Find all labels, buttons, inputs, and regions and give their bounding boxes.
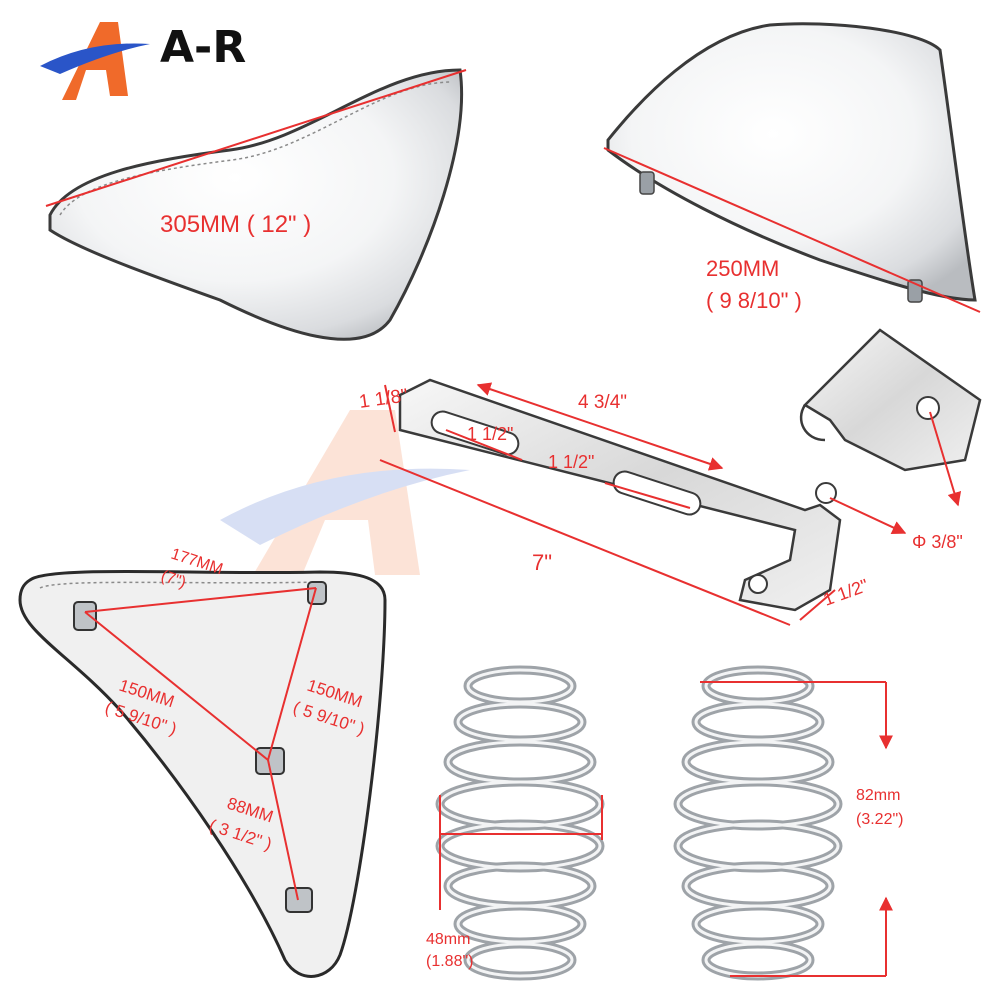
bracket-slot1-label: 1 1/2" [467, 424, 513, 444]
bracket-slot-span-label: 4 3/4" [578, 392, 627, 413]
seat-pan-width-inch-label: ( 9 8/10" ) [706, 288, 802, 313]
bracket-length-dim [379, 459, 791, 626]
seat-pan-width-dimension [603, 147, 981, 313]
hole-diameter-dim [829, 497, 907, 535]
spring-height-inch-label: (3.22") [856, 811, 903, 828]
stud-top-right [307, 581, 327, 605]
logo-swoosh [40, 43, 150, 74]
bracket-length-label: 7" [532, 550, 552, 575]
hole-diameter-label: Φ 3/8" [912, 532, 963, 552]
hole-diameter-arrow [929, 411, 962, 507]
base-top-inch-label: (7") [159, 568, 188, 592]
base-plate-dimensions [84, 587, 317, 901]
base-plate [18, 569, 387, 978]
base-plate-studs [73, 581, 327, 913]
brand-logo: A-R [40, 22, 246, 100]
watermark-logo [220, 410, 470, 580]
seat-pan-width-label: 250MM [706, 256, 779, 281]
seat-pan [606, 22, 977, 303]
bracket-slot-span-dim [476, 382, 724, 471]
logo-a-shape [62, 22, 128, 100]
small-hinge-bracket [799, 328, 982, 472]
spring-width-inch-label: (1.88") [426, 953, 473, 970]
bracket-slot2-dim [604, 482, 691, 509]
spring-height-mm-label: 82mm [856, 787, 900, 804]
spring-width-dimension [439, 795, 603, 910]
brand-name: A-R [160, 22, 246, 73]
spring-height-dimension [700, 681, 893, 977]
stud-bottom [285, 887, 313, 913]
bracket-slot1-dim [445, 429, 523, 461]
seat-width-label: 305MM ( 12" ) [160, 211, 311, 238]
spring-right-highlight [676, 668, 840, 978]
spring-width-mm-label: 48mm [426, 931, 470, 948]
stud-top-left [73, 601, 97, 631]
bracket-end-width-dim [799, 589, 836, 621]
bracket-top-width-dim [384, 384, 396, 433]
bracket-slot2-label: 1 1/2" [548, 452, 594, 472]
seat-width-dimension [45, 69, 467, 207]
seat-top-view [48, 68, 464, 341]
